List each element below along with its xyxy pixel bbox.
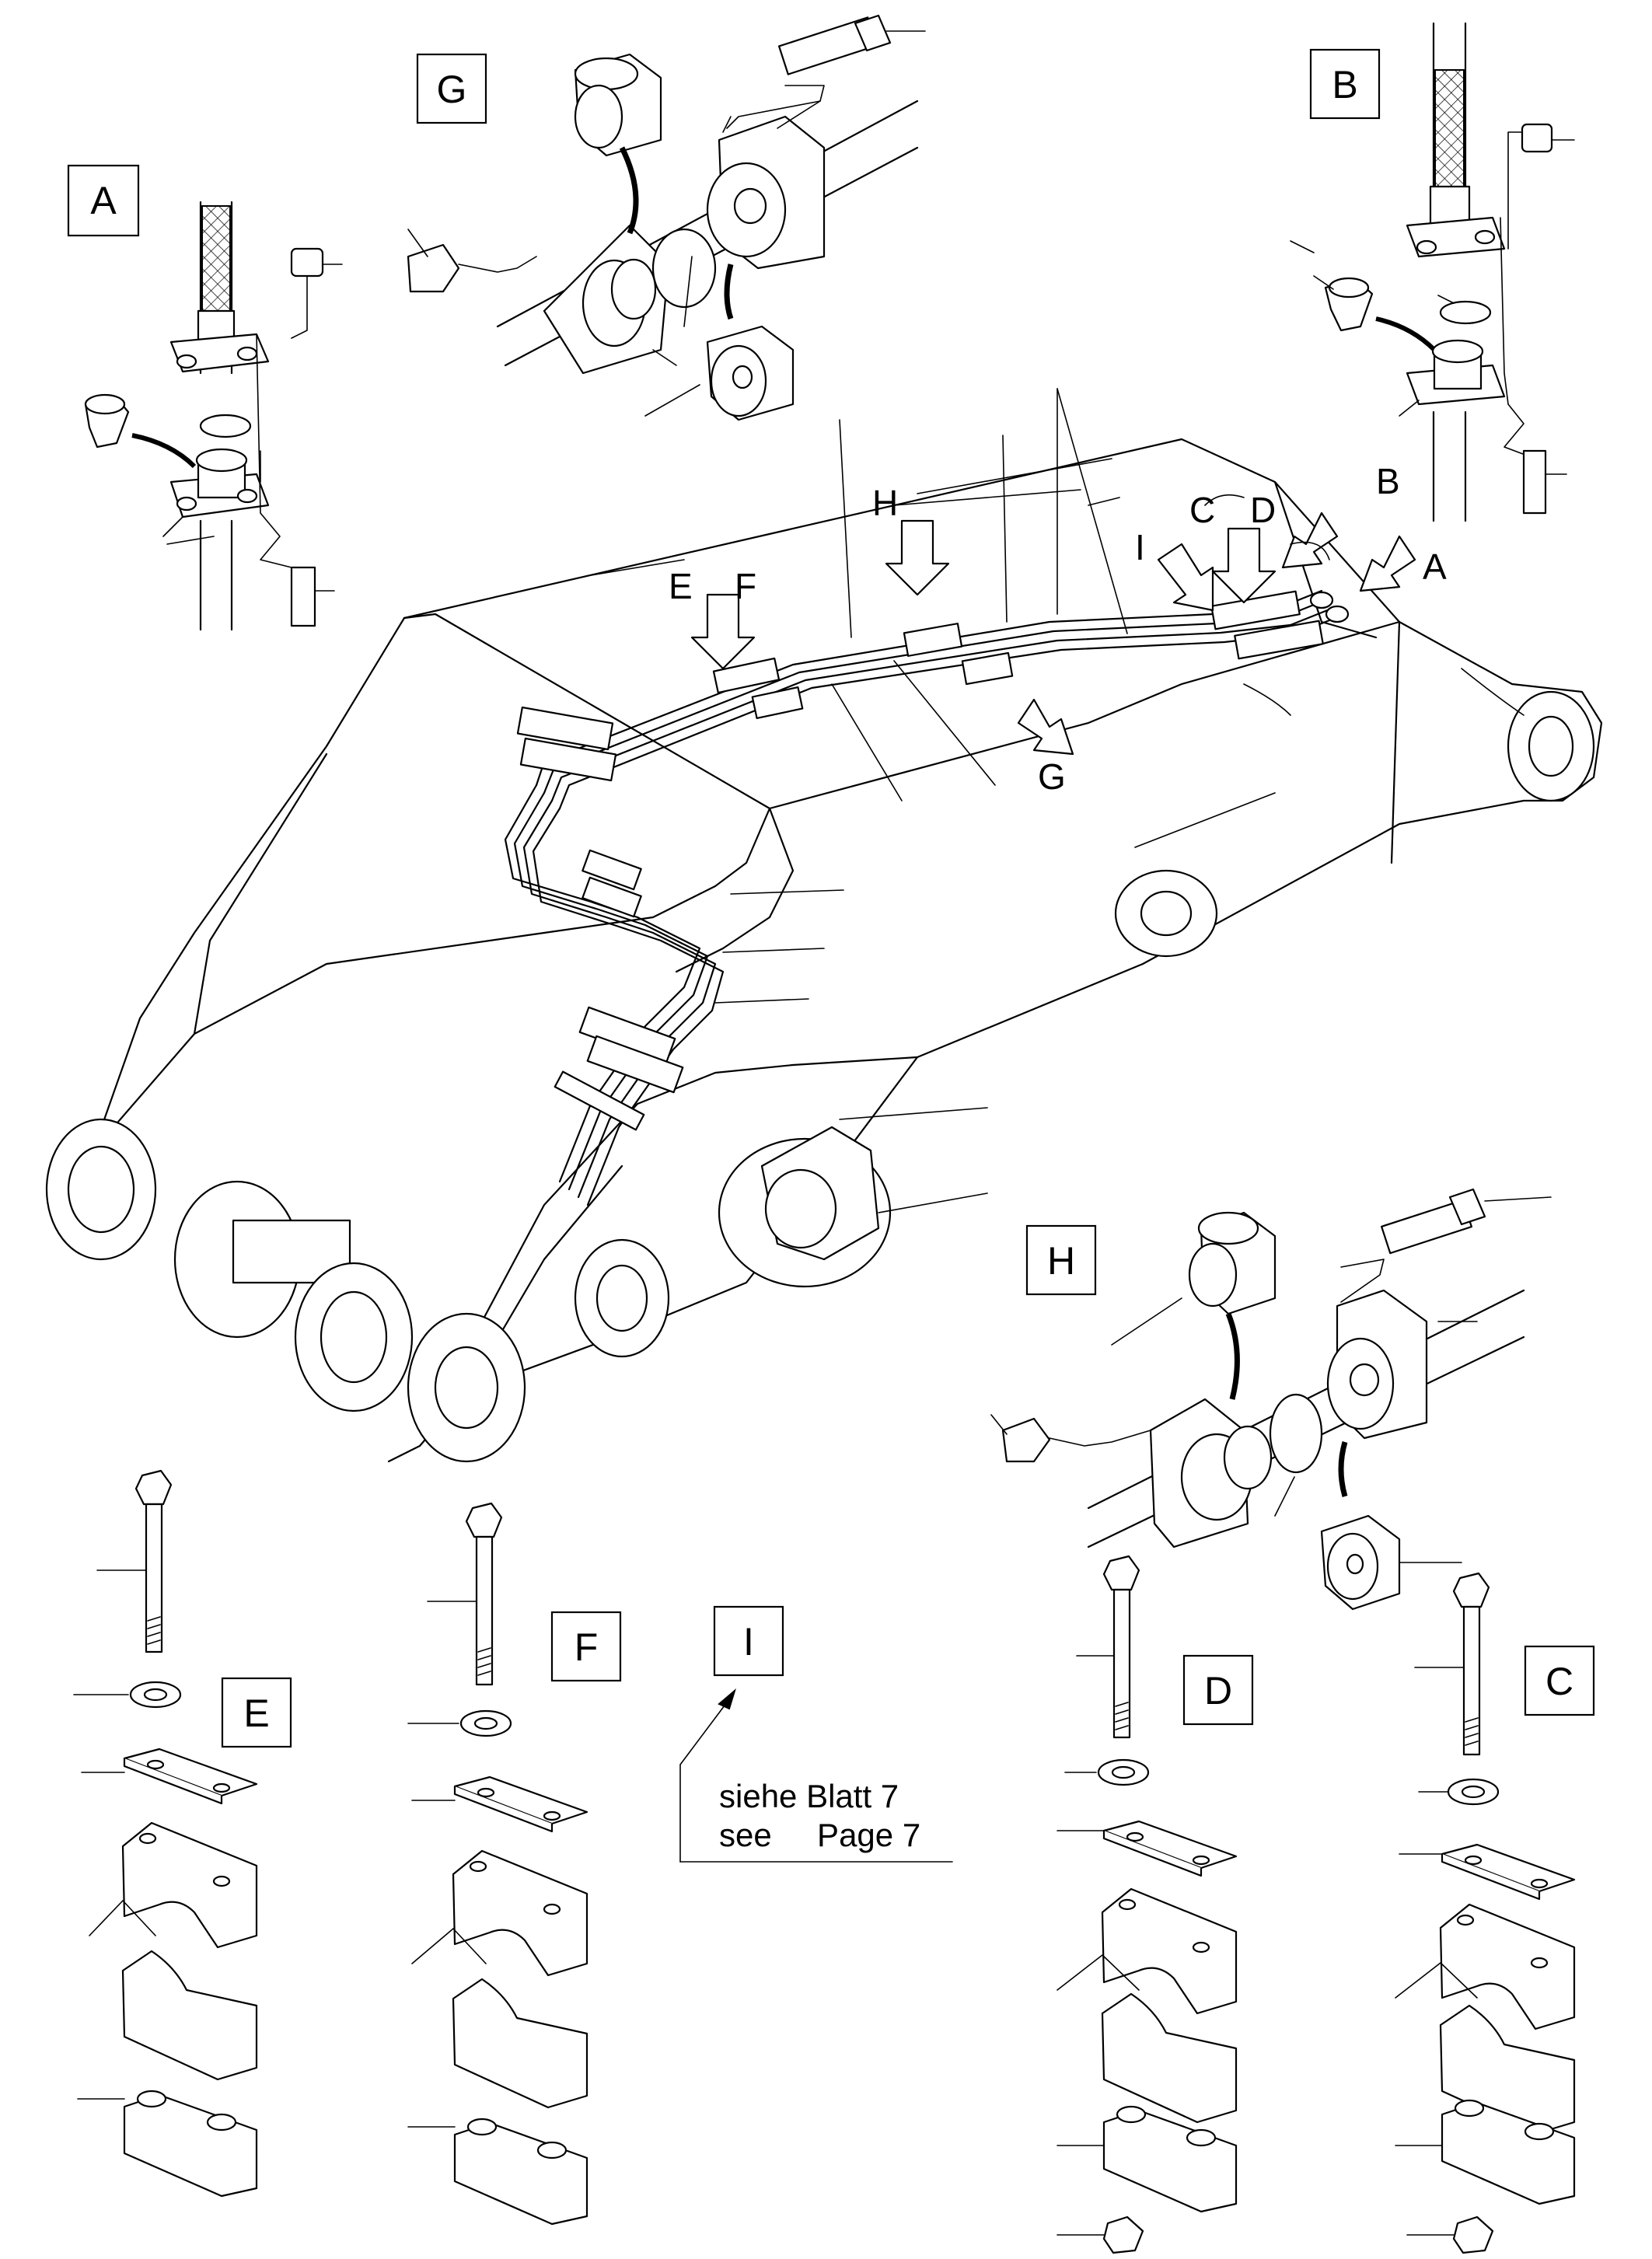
detail-label-E: E (243, 1692, 269, 1735)
callout-A: A (1423, 546, 1447, 587)
detail-label-B: B (1332, 63, 1357, 106)
detail-B: B (1290, 22, 1575, 522)
detail-A: A (67, 164, 343, 631)
callout-E: E (669, 566, 693, 606)
detail-label-G: G (437, 68, 467, 111)
callout-arrows (690, 489, 1416, 756)
boom-assembly (45, 438, 1603, 1463)
callout-I: I (1135, 527, 1145, 567)
detail-label-F: F (575, 1625, 599, 1669)
detail-I-reference: I siehe Blatt 7 see Page 7 (679, 1605, 953, 1863)
callout-D: D (1250, 490, 1276, 530)
detail-G: G (407, 14, 926, 421)
clamp-stack-C: C (1395, 1572, 1595, 2254)
reference-note-line2: see Page 7 (719, 1817, 920, 1853)
callout-C: C (1189, 490, 1215, 530)
hydraulic-tubes (504, 388, 1350, 1213)
callout-B: B (1376, 461, 1400, 501)
detail-label-A: A (90, 179, 117, 222)
reference-note-line1: siehe Blatt 7 (719, 1778, 899, 1814)
detail-label-H: H (1047, 1239, 1075, 1283)
callout-H: H (872, 483, 898, 523)
detail-label-I: I (743, 1620, 754, 1664)
detail-label-C: C (1545, 1660, 1573, 1703)
callout-G: G (1038, 756, 1066, 797)
clamp-stack-E: E (73, 1469, 292, 2198)
clamp-stack-F: F (407, 1502, 622, 2226)
clamp-stack-D: D (1057, 1555, 1254, 2254)
callout-F: F (735, 566, 756, 606)
detail-label-D: D (1204, 1669, 1232, 1713)
detail-H: H (990, 1188, 1552, 1611)
